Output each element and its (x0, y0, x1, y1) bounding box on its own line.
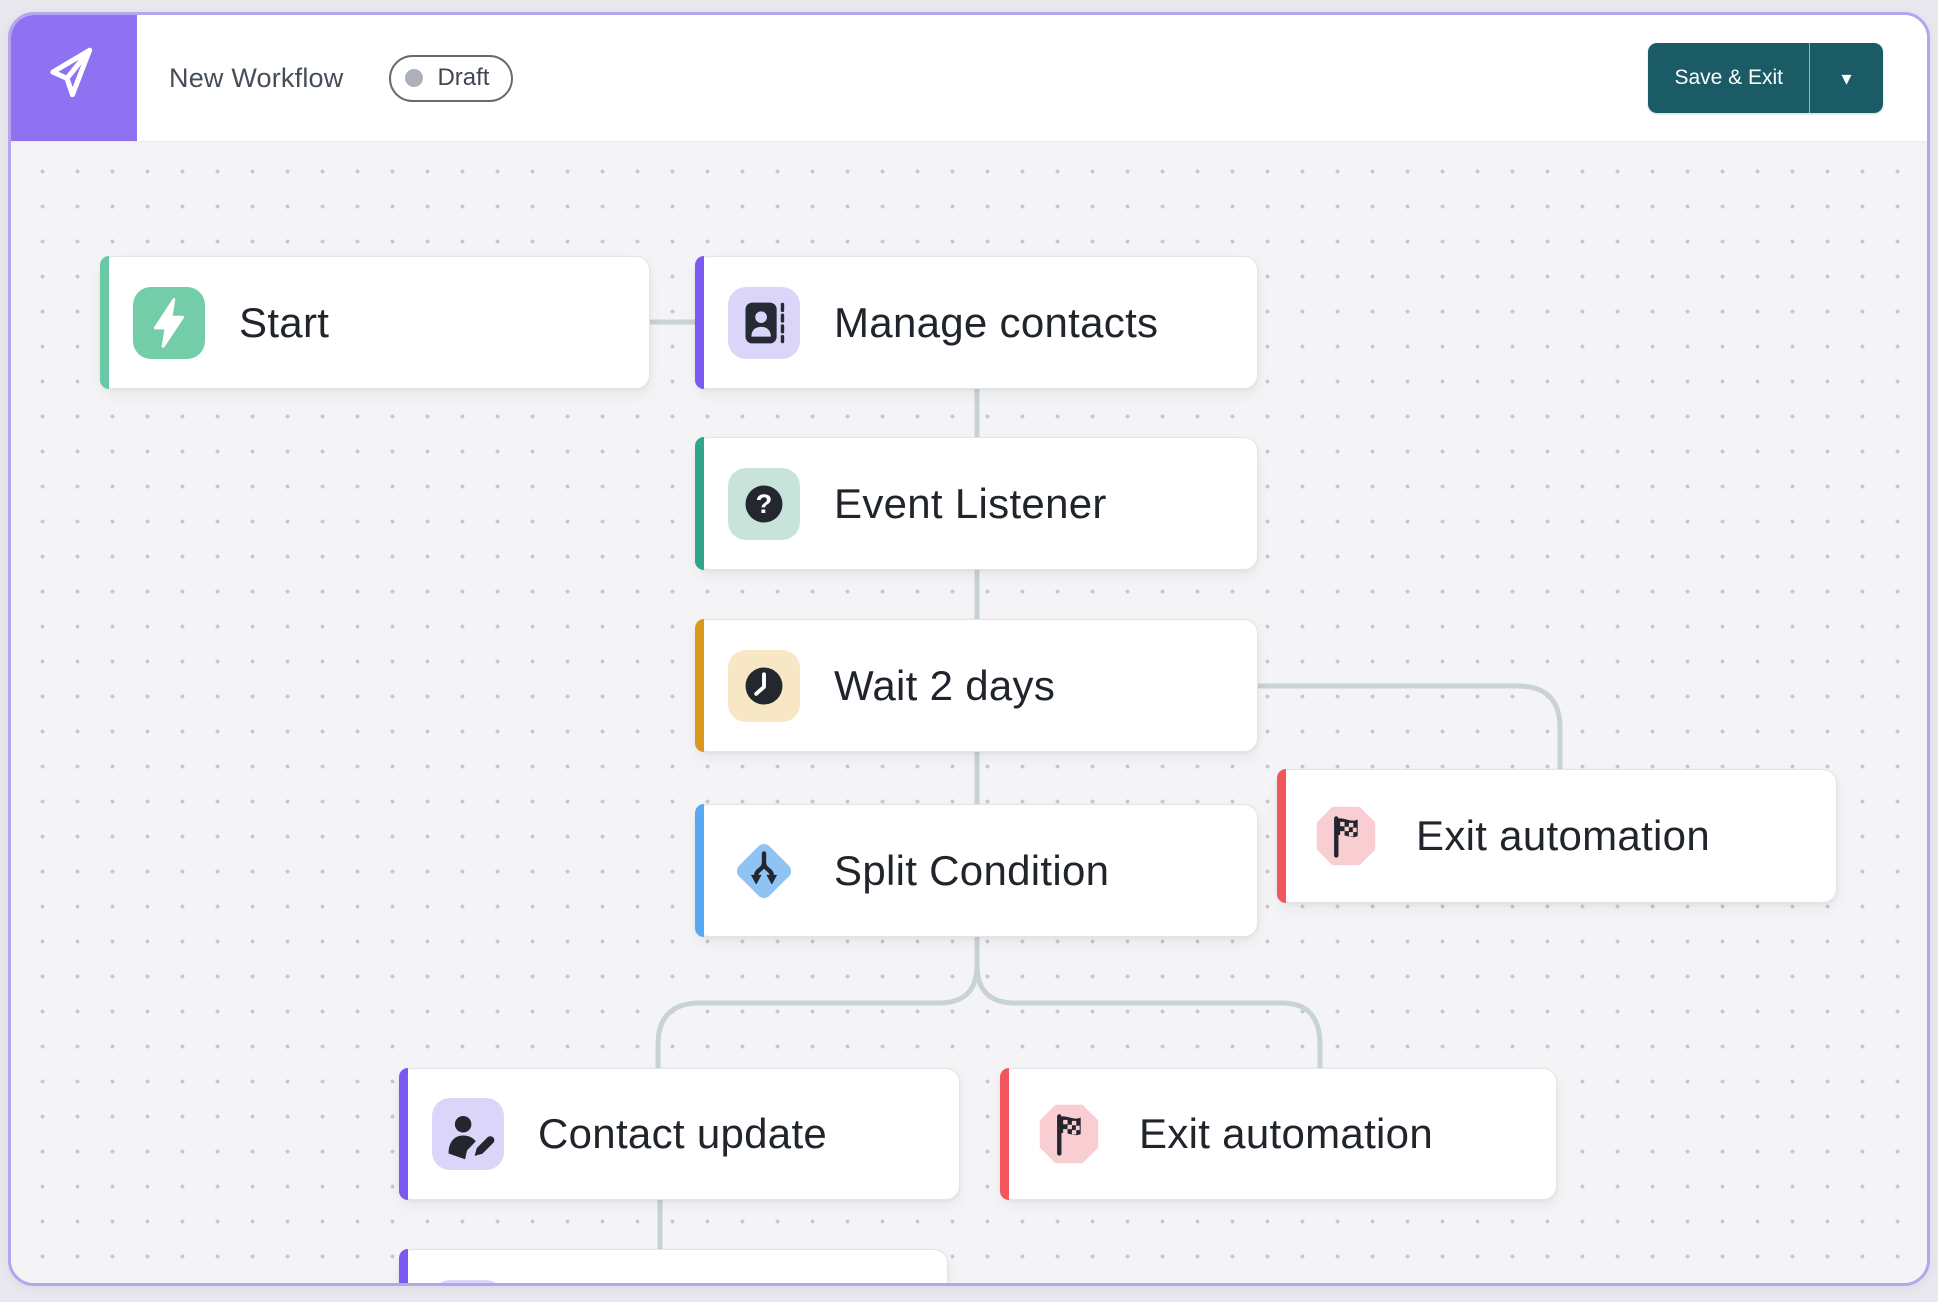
workflow-node-wait[interactable]: Wait 2 days (695, 619, 1258, 752)
paper-plane-icon (35, 37, 113, 120)
status-badge: Draft (389, 54, 514, 102)
workflow-title: New Workflow (169, 62, 344, 93)
node-label: Event Listener (834, 479, 1107, 527)
node-label: Exit automation (1139, 1110, 1433, 1157)
save-dropdown-button[interactable]: ▾ (1809, 43, 1883, 113)
workflow-node-split-condition[interactable]: Split Condition (695, 804, 1258, 937)
workflow-node-start[interactable]: Start (100, 256, 650, 389)
workflow-node-partial[interactable] (399, 1249, 948, 1283)
person-edit-icon (432, 1098, 504, 1170)
node-icon (432, 1279, 504, 1283)
save-split-button: Save & Exit ▾ (1648, 43, 1883, 113)
app-logo[interactable] (11, 15, 137, 141)
workflow-node-event-listener[interactable]: ? Event Listener (695, 437, 1258, 570)
edge-wait-exit (1258, 683, 1563, 770)
status-dot-icon (405, 69, 424, 87)
edge-split-exit (974, 937, 1323, 1069)
checkered-flag-icon (1033, 1098, 1105, 1170)
save-exit-button[interactable]: Save & Exit (1648, 43, 1809, 113)
contacts-book-icon (728, 286, 800, 359)
node-label: Manage contacts (834, 298, 1159, 346)
split-branch-icon (728, 835, 800, 907)
node-label: Wait 2 days (834, 661, 1056, 709)
lightning-icon (133, 286, 205, 359)
workflow-canvas[interactable]: Start Manage contacts ? Eve (11, 142, 1927, 1283)
edge-split-contact (655, 937, 980, 1069)
app-window: New Workflow Draft Save & Exit ▾ (8, 12, 1930, 1286)
node-label: Start (239, 298, 330, 346)
svg-text:?: ? (756, 488, 773, 519)
checkered-flag-icon (1310, 800, 1382, 872)
header-bar: New Workflow Draft Save & Exit ▾ (11, 15, 1927, 142)
node-label: Exit automation (1416, 812, 1710, 859)
clock-icon (728, 649, 800, 722)
chevron-down-icon: ▾ (1841, 67, 1852, 90)
workflow-node-manage-contacts[interactable]: Manage contacts (695, 256, 1258, 389)
node-label: Contact update (538, 1110, 828, 1157)
question-mark-icon: ? (728, 467, 800, 540)
workflow-node-exit-automation[interactable]: Exit automation (1277, 769, 1837, 903)
workflow-node-contact-update[interactable]: Contact update (399, 1068, 960, 1200)
status-label: Draft (437, 64, 490, 91)
node-label: Split Condition (834, 846, 1110, 894)
workflow-node-exit-automation[interactable]: Exit automation (1000, 1068, 1557, 1200)
